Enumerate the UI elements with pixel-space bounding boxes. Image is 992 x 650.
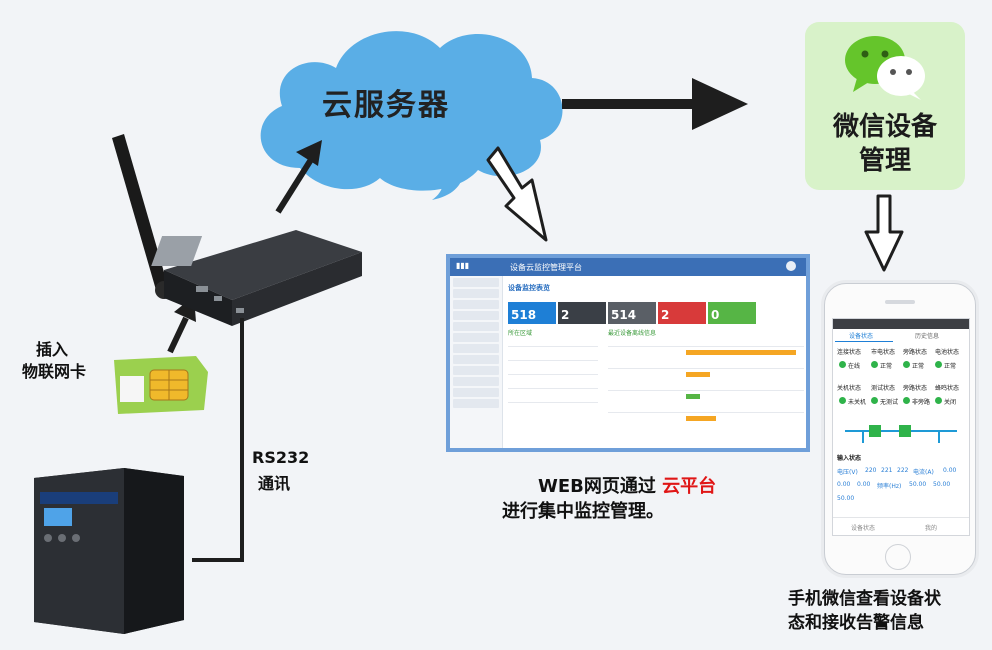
web-alarm-bar [686,350,796,355]
phone-nav-status[interactable]: 设备状态 [851,525,876,532]
web-tile-4: 2 [658,302,706,324]
phone-caption-line2: 态和接收告警信息 [788,613,924,633]
phone-input-value: 50.00 [837,495,855,502]
web-ok-bar [686,394,700,399]
phone-input-value: 0.00 [857,481,871,488]
router-body [151,230,362,326]
phone-caption-line1: 手机微信查看设备状 [788,589,941,609]
cloud-label: 云服务器 [322,88,450,123]
sim-caption-line1: 插入 [36,340,69,359]
web-tile-1: 518 [508,302,556,324]
web-caption-line1: WEB网页通过 云平台 [538,476,717,497]
phone-input-value: 0.00 [837,481,851,488]
web-alarm-bar [686,416,716,421]
web-title: 设备云监控管理平台 [510,263,582,272]
phone-label: 电池状态 [935,349,960,356]
phone-value: 正常 [880,363,893,370]
phone-input-label: 频率(Hz) [877,483,902,490]
web-tile-2: 2 [558,302,606,324]
phone-tab-status[interactable]: 设备状态 [849,333,874,340]
cloud-server-shape [260,31,563,200]
phone-tab-history[interactable]: 历史信息 [915,333,940,340]
phone-mockup: 设备状态 历史信息 连接状态 市电状态 旁路状态 电池状态 在线 正常 正常 正… [824,283,976,575]
rs232-caption-line2: 通讯 [258,474,291,493]
phone-screen: 设备状态 历史信息 连接状态 市电状态 旁路状态 电池状态 在线 正常 正常 正… [832,318,970,536]
phone-tab-underline [835,341,893,342]
web-right-panel-title: 最近设备离线信息 [608,330,657,337]
phone-value: 在线 [848,363,861,370]
rs232-cable [192,318,244,562]
phone-input-value: 50.00 [909,481,927,488]
router-antenna [112,134,173,299]
sim-caption-line2: 物联网卡 [22,362,87,381]
arrow-cloud-to-wechat [562,78,748,130]
phone-value: 无测试 [880,399,899,406]
phone-value: 未关机 [848,399,867,406]
phone-input-value: 0.00 [943,467,957,474]
phone-value: 关闭 [944,399,957,406]
phone-label: 连接状态 [837,349,862,356]
arrow-wechat-to-phone [864,194,904,272]
phone-input-value: 50.00 [933,481,951,488]
wechat-icon [845,36,925,100]
web-left-panel-title: 所在区域 [508,330,533,337]
phone-nav-mine[interactable]: 我的 [925,525,938,532]
web-logo: ▮▮▮ [456,261,470,270]
phone-label: 市电状态 [871,349,896,356]
phone-label: 测试状态 [871,385,896,392]
phone-home-button [885,544,911,570]
web-topbar: ▮▮▮ 设备云监控管理平台 [450,258,806,276]
wechat-label-line2: 管理 [858,146,911,176]
web-alarm-bar [686,372,710,377]
web-page-heading: 设备监控表览 [508,284,550,292]
phone-input-value: 221 [881,467,893,474]
phone-input-label: 电流(A) [913,469,934,476]
wechat-management-box: 微信设备 管理 [805,22,965,190]
phone-input-value: 222 [897,467,909,474]
web-platform-screenshot: ▮▮▮ 设备云监控管理平台 设备监控表览 518 2 514 2 0 所在区域 … [446,254,810,452]
phone-value: 正常 [912,363,925,370]
web-avatar [786,261,796,271]
phone-input-value: 220 [865,467,877,474]
phone-value: 正常 [944,363,957,370]
web-caption-line2: 进行集中监控管理。 [502,501,664,522]
phone-value: 非旁路 [912,399,931,406]
phone-status-bar [833,319,969,329]
web-sidebar [450,276,503,448]
phone-input-label: 电压(V) [837,469,858,476]
web-tile-5: 0 [708,302,756,324]
phone-flow-diagram [845,425,957,443]
sim-card [114,356,208,414]
ups-device [34,468,184,634]
phone-input-title: 输入状态 [837,455,862,462]
arrow-router-to-cloud [275,140,322,214]
wechat-label-line1: 微信设备 [832,112,937,142]
phone-speaker [885,300,915,304]
phone-label: 旁路状态 [903,349,928,356]
cloud-platform-highlight: 云平台 [662,476,717,497]
rs232-caption-line1: RS232 [252,448,310,467]
arrow-cloud-to-web [486,146,548,242]
phone-label: 旁路状态 [903,385,928,392]
web-tile-3: 514 [608,302,656,324]
phone-label: 蜂鸣状态 [935,385,960,392]
phone-label: 关机状态 [837,385,862,392]
